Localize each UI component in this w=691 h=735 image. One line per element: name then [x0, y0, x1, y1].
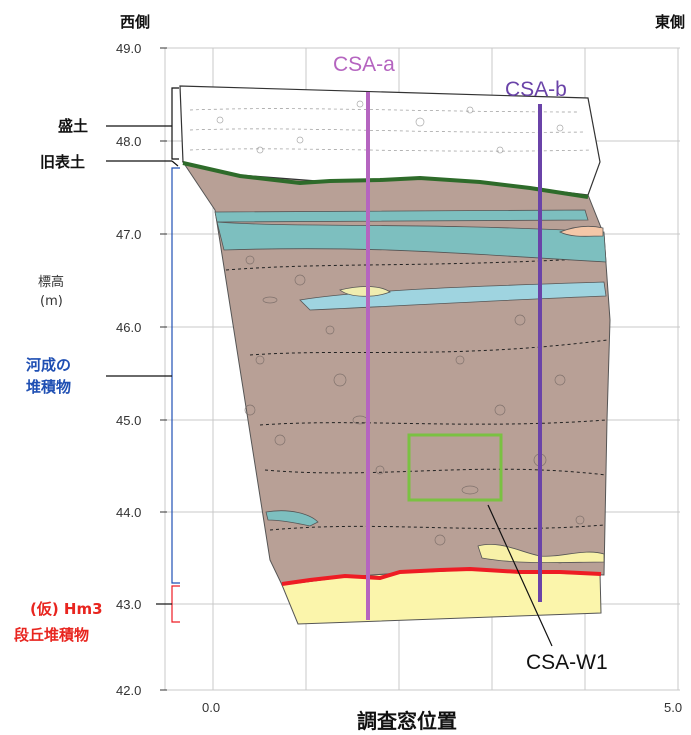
old-topsoil-line: [182, 161, 589, 199]
x-tick-5: 5.0: [664, 700, 682, 715]
fill-label: 盛土: [58, 117, 88, 135]
x-tick-0: 0.0: [202, 700, 220, 715]
y-axis-title: 標高: [38, 274, 64, 290]
y-tick-47: 47.0: [116, 227, 141, 242]
y-tick-44: 44.0: [116, 505, 141, 520]
x-axis-title: 調査窓位置: [357, 709, 457, 733]
fluvial-bracket: [171, 167, 180, 584]
west-label: 西側: [120, 13, 150, 31]
csa-w1-leader: [487, 504, 553, 647]
csa-a-label: CSA-a: [333, 53, 395, 76]
fill-bracket: [106, 87, 179, 160]
clay-bands: [214, 209, 607, 564]
fluvial-label-2: 堆積物: [26, 378, 71, 396]
csa-w1-label: CSA-W1: [526, 651, 608, 674]
terrace-label-1: (仮) Hm3: [30, 600, 103, 618]
y-tick-49: 49.0: [116, 41, 141, 56]
y-tick-45: 45.0: [116, 413, 141, 428]
fluvial-label-1: 河成の: [26, 356, 71, 374]
y-tick-42: 42.0: [116, 683, 141, 698]
y-tick-46: 46.0: [116, 320, 141, 335]
y-tick-43: 43.0: [116, 597, 141, 612]
topsoil-leader: [106, 160, 179, 167]
gravel-texture: [244, 255, 595, 564]
east-label: 東側: [655, 13, 685, 31]
y-axis-unit: (m): [40, 294, 63, 309]
terrace-label-2: 段丘堆積物: [14, 626, 89, 644]
y-tick-48: 48.0: [116, 134, 141, 149]
csa-w1-box: [407, 433, 503, 502]
csa-b-label: CSA-b: [505, 78, 567, 101]
old-topsoil-label: 旧表土: [40, 153, 85, 171]
